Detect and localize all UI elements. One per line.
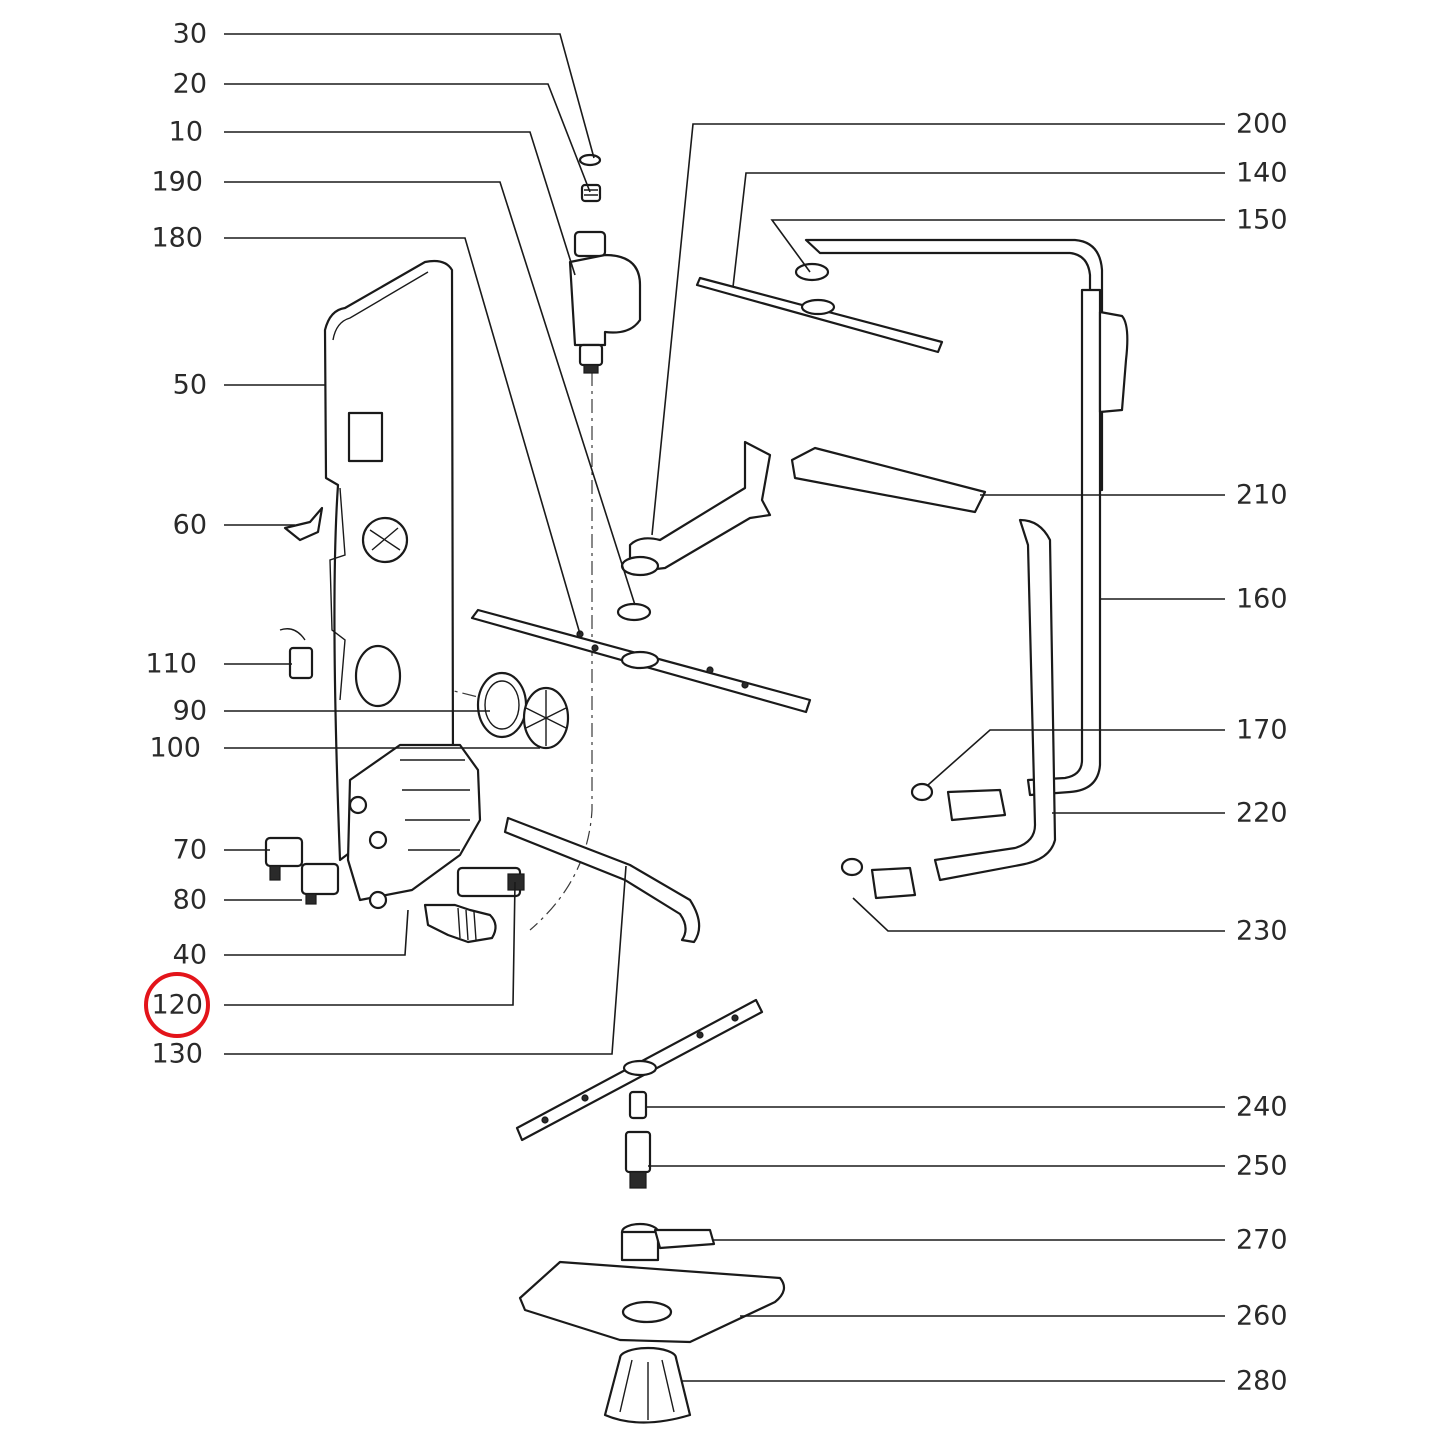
nut-part: [578, 153, 602, 167]
callout-label: 180: [151, 223, 203, 254]
filter-hub-part: [620, 1222, 716, 1262]
inlet-connector-part: [568, 230, 642, 374]
connection-pipe-part: [503, 816, 701, 944]
hose-sleeve-second-part: [870, 866, 917, 900]
callout-label: 260: [1236, 1301, 1288, 1332]
hose-sleeve-part: [946, 788, 1007, 822]
vertical-pipe-part: [1026, 288, 1102, 797]
top-nut-part: [794, 262, 830, 282]
callout-label: 50: [173, 370, 207, 401]
callout-label: 210: [1236, 480, 1288, 511]
callout-label: 130: [151, 1039, 203, 1070]
highlight-circle: [144, 972, 210, 1038]
callout-label: 280: [1236, 1366, 1288, 1397]
callout-label: 170: [1236, 715, 1288, 746]
callout-label: 160: [1236, 584, 1288, 615]
callout-label: 90: [173, 696, 207, 727]
callout-label: 40: [173, 940, 207, 971]
callout-label: 250: [1236, 1151, 1288, 1182]
right-callout-labels: 200 140 150 210 160 170 220 230 240 250 …: [1236, 109, 1288, 1397]
hose-clamp-second-part: [840, 857, 864, 877]
spray-shaft-part: [624, 1090, 652, 1189]
callout-label: 60: [173, 510, 207, 541]
impeller-part: [522, 686, 570, 750]
upper-spray-arm-part: [470, 608, 812, 714]
spring-nut-part: [580, 183, 602, 203]
callout-label: 140: [1236, 158, 1288, 189]
upper-pipe-part: [790, 446, 987, 514]
callout-label: 80: [173, 885, 207, 916]
highlighted-callout-label: 120: [151, 990, 203, 1021]
spray-tee-part: [620, 440, 772, 577]
callout-label: 10: [169, 117, 203, 148]
callout-label: 270: [1236, 1225, 1288, 1256]
coarse-filter-part: [603, 1346, 692, 1424]
callout-label: 150: [1236, 205, 1288, 236]
callout-label: 240: [1236, 1092, 1288, 1123]
left-callout-labels: 30 20 10 190 180 50 60 110 90 100 70 80 …: [145, 19, 207, 1070]
clip-part: [283, 506, 324, 542]
bottom-spray-arm-part: [515, 998, 764, 1142]
pump-outlet-ring-part: [354, 644, 402, 708]
top-spray-arm-part: [695, 276, 944, 354]
callout-label: 30: [173, 19, 207, 50]
callout-label: 220: [1236, 798, 1288, 829]
callout-label: 100: [149, 733, 201, 764]
flow-hose-part: [423, 903, 497, 944]
lower-hose-part: [933, 518, 1057, 882]
arm-nut-part: [616, 602, 652, 622]
top-return-pipe-part: [804, 238, 1104, 492]
pipe-bracket-part: [1098, 310, 1129, 414]
right-leader-lines: [645, 123, 1225, 1382]
switch-part: [279, 628, 314, 680]
heater-connector-part: [456, 866, 525, 898]
pump-body-part: [346, 743, 482, 910]
callout-label: 20: [173, 69, 207, 100]
callout-label: 190: [151, 167, 203, 198]
callout-label: 200: [1236, 109, 1288, 140]
hose-clamp-part: [910, 782, 934, 802]
callout-label: 110: [145, 649, 197, 680]
parts-group: [264, 153, 1129, 1424]
valve-part: [264, 836, 304, 881]
callout-label: 230: [1236, 916, 1288, 947]
center-axis-line: [529, 372, 593, 931]
valve-second-part: [300, 862, 340, 905]
left-leader-lines: [224, 33, 636, 1055]
callout-label: 70: [173, 835, 207, 866]
